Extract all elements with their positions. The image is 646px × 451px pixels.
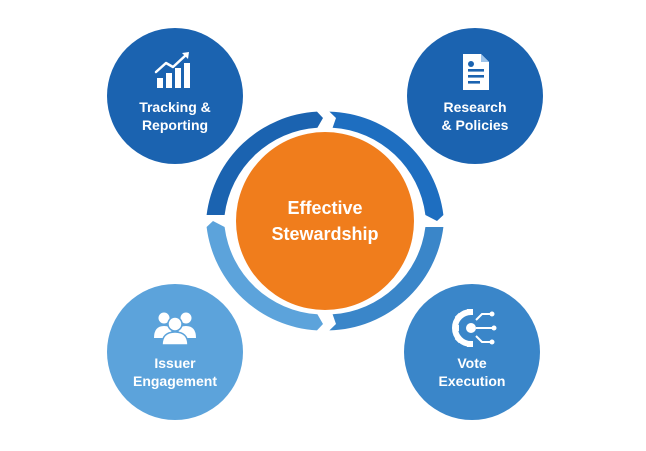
tracking-circle <box>107 28 243 164</box>
research-circle <box>407 28 543 164</box>
people-group-icon <box>154 312 196 346</box>
ring-segment-top-right <box>329 111 444 221</box>
node-research-policies: Research & Policies <box>407 28 543 164</box>
center-title-line1: Effective <box>287 198 362 218</box>
vote-label-line2: Execution <box>439 373 506 389</box>
tracking-label-line1: Tracking & <box>139 99 211 115</box>
cycle-ring <box>206 111 444 331</box>
research-label-line1: Research <box>443 99 506 115</box>
bar-chart-growth-icon <box>154 52 190 88</box>
center-circle <box>236 132 414 310</box>
tracking-label-line2: Reporting <box>142 117 208 133</box>
research-label-line2: & Policies <box>442 117 509 133</box>
engagement-label-line2: Engagement <box>133 373 217 389</box>
center-node: Effective Stewardship <box>236 132 414 310</box>
node-issuer-engagement: Issuer Engagement <box>107 284 243 420</box>
ring-segment-top-left <box>206 111 323 215</box>
ring-segment-bottom-left <box>206 221 323 331</box>
vote-label-line1: Vote <box>457 355 487 371</box>
engagement-label-line1: Issuer <box>154 355 196 371</box>
document-icon <box>463 54 489 90</box>
gear-circuit-icon <box>452 309 497 347</box>
node-vote-execution: Vote Execution <box>404 284 540 420</box>
ring-segment-bottom-right <box>329 227 444 331</box>
center-title-line2: Stewardship <box>271 224 378 244</box>
vote-circle <box>404 284 540 420</box>
engagement-circle <box>107 284 243 420</box>
node-tracking-reporting: Tracking & Reporting <box>107 28 243 164</box>
